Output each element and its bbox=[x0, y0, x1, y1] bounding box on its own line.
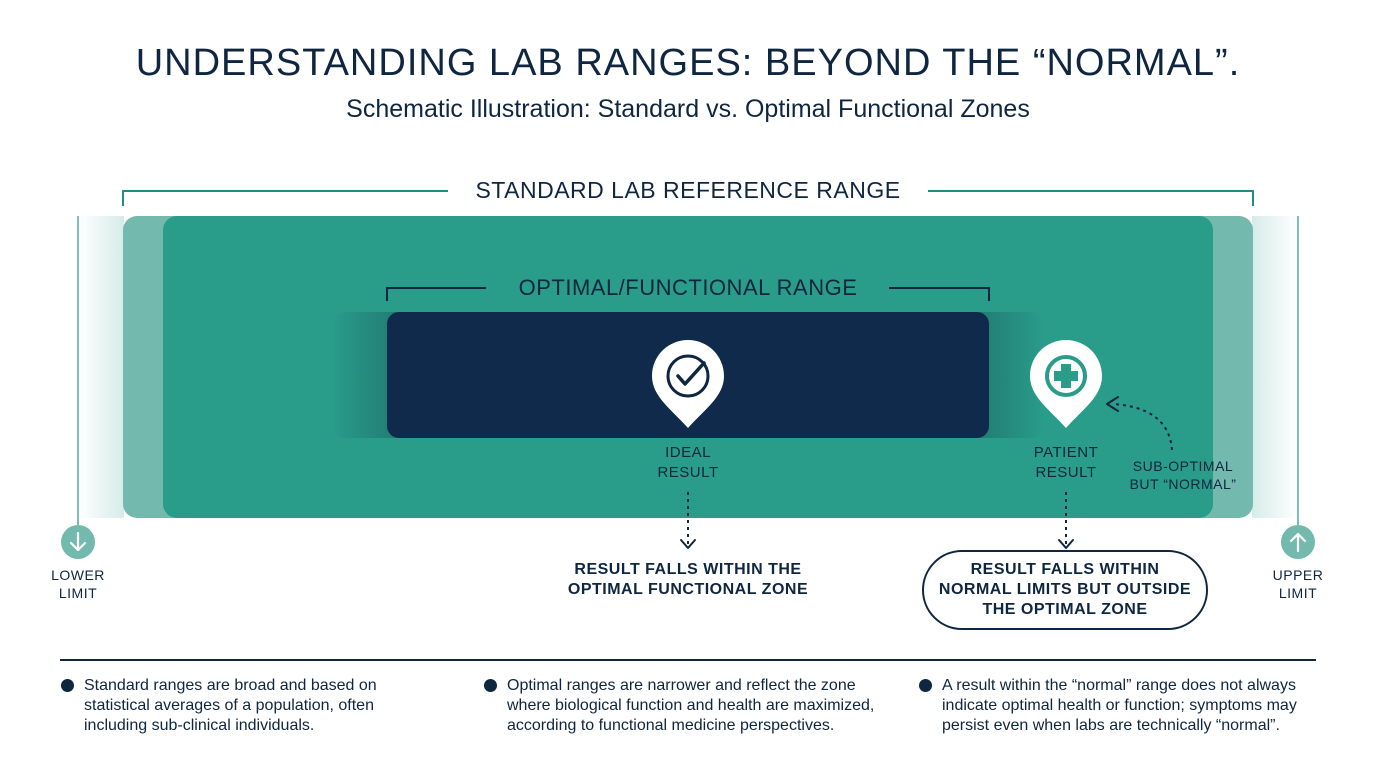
patient-result-label-line1: PATIENT bbox=[1033, 444, 1099, 461]
optimal-bracket-left-line bbox=[386, 287, 486, 289]
suboptimal-label-line1: SUB-OPTIMAL bbox=[1132, 458, 1234, 474]
patient-dotted-arrow bbox=[1058, 492, 1074, 549]
upper-tail-gradient bbox=[1252, 216, 1298, 518]
checkmark-icon bbox=[666, 354, 710, 398]
lower-limit-label: LOWER LIMIT bbox=[28, 566, 128, 602]
patient-result-description: RESULT FALLS WITHIN NORMAL LIMITS BUT OU… bbox=[922, 560, 1208, 620]
patient-result-label: PATIENT RESULT bbox=[996, 443, 1136, 483]
note-standard-ranges: Standard ranges are broad and based on s… bbox=[84, 676, 474, 736]
suboptimal-label: SUB-OPTIMAL BUT “NORMAL” bbox=[1112, 457, 1254, 493]
standard-bracket-left-tick bbox=[122, 190, 124, 206]
note-bullet-2 bbox=[484, 679, 497, 692]
lower-limit-label-line1: LOWER bbox=[51, 567, 105, 583]
note3-line1: A result within the “normal” range does … bbox=[942, 677, 1296, 694]
upper-limit-line bbox=[1297, 216, 1299, 526]
patient-description-line3: THE OPTIMAL ZONE bbox=[982, 601, 1148, 618]
patient-description-line1: RESULT FALLS WITHIN bbox=[970, 561, 1160, 578]
note-bullet-1 bbox=[61, 679, 74, 692]
lower-tail-gradient bbox=[78, 216, 124, 518]
note-bullet-3 bbox=[919, 679, 932, 692]
ideal-description-line2: OPTIMAL FUNCTIONAL ZONE bbox=[567, 581, 809, 598]
notes-divider bbox=[60, 659, 1316, 661]
ideal-result-label-line1: IDEAL bbox=[665, 444, 711, 461]
note1-line3: including sub-clinical individuals. bbox=[84, 717, 315, 734]
note3-line2: indicate optimal health or function; sym… bbox=[942, 697, 1297, 714]
page-subtitle: Schematic Illustration: Standard vs. Opt… bbox=[346, 95, 1030, 123]
optimal-bracket-left-tick bbox=[386, 287, 388, 301]
ideal-dotted-arrow bbox=[680, 492, 696, 549]
arrow-down-icon bbox=[61, 525, 95, 559]
upper-limit-label-line2: LIMIT bbox=[1278, 585, 1318, 601]
note1-line1: Standard ranges are broad and based on bbox=[84, 677, 377, 694]
optimal-bracket-right-line bbox=[889, 287, 989, 289]
suboptimal-label-line2: BUT “NORMAL” bbox=[1129, 476, 1237, 492]
patient-result-callout bbox=[922, 550, 1208, 630]
page-title: UNDERSTANDING LAB RANGES: BEYOND THE “NO… bbox=[135, 42, 1241, 84]
patient-result-pin bbox=[1030, 340, 1102, 428]
ideal-result-description: RESULT FALLS WITHIN THE OPTIMAL FUNCTION… bbox=[538, 560, 838, 600]
ideal-result-label-line2: RESULT bbox=[657, 464, 719, 481]
note1-line2: statistical averages of a population, of… bbox=[84, 697, 374, 714]
ideal-result-label: IDEAL RESULT bbox=[618, 443, 758, 483]
standard-range-label: STANDARD LAB REFERENCE RANGE bbox=[475, 177, 901, 203]
patient-result-label-line2: RESULT bbox=[1035, 464, 1097, 481]
note-normal-result: A result within the “normal” range does … bbox=[942, 676, 1342, 736]
standard-bracket-right-line bbox=[928, 190, 1254, 192]
standard-bracket-right-tick bbox=[1252, 190, 1254, 206]
note2-line1: Optimal ranges are narrower and reflect … bbox=[507, 677, 856, 694]
lower-limit-label-line2: LIMIT bbox=[58, 585, 98, 601]
upper-limit-label-line1: UPPER bbox=[1272, 567, 1324, 583]
standard-bracket-left-line bbox=[122, 190, 448, 192]
upper-limit-label: UPPER LIMIT bbox=[1248, 566, 1348, 602]
patient-description-line2: NORMAL LIMITS BUT OUTSIDE bbox=[938, 581, 1192, 598]
note-optimal-ranges: Optimal ranges are narrower and reflect … bbox=[507, 676, 907, 736]
note3-line3: persist even when labs are technically “… bbox=[942, 717, 1280, 734]
ideal-result-pin bbox=[652, 340, 724, 428]
optimal-range-label: OPTIMAL/FUNCTIONAL RANGE bbox=[518, 275, 858, 300]
medical-cross-icon bbox=[1045, 355, 1087, 397]
ideal-description-line1: RESULT FALLS WITHIN THE bbox=[574, 561, 802, 578]
note2-line2: where biological function and health are… bbox=[507, 697, 875, 714]
optimal-bracket-right-tick bbox=[988, 287, 990, 301]
note2-line3: according to functional medicine perspec… bbox=[507, 717, 835, 734]
suboptimal-curved-arrow bbox=[1106, 396, 1173, 451]
arrow-up-icon bbox=[1281, 525, 1315, 559]
